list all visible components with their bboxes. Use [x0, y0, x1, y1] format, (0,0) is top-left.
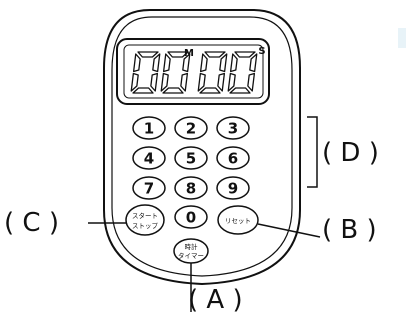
key-3-label: 3 — [228, 120, 238, 138]
lcd-segment — [182, 53, 191, 73]
lcd-segment — [247, 72, 256, 92]
background-strip — [398, 28, 406, 48]
callout-b-label: ( B ) — [322, 215, 377, 245]
second-mark: S — [258, 46, 265, 57]
key-9[interactable]: 9 — [216, 176, 250, 200]
key-1-label: 1 — [144, 120, 154, 138]
lcd-segment — [162, 87, 184, 94]
lcd-segment — [162, 53, 171, 73]
lcd-segment — [197, 72, 206, 92]
reset-label: リセット — [225, 217, 251, 225]
key-8-label: 8 — [186, 180, 196, 198]
key-7[interactable]: 7 — [132, 176, 166, 200]
key-4-label: 4 — [144, 150, 154, 168]
key-8[interactable]: 8 — [174, 176, 208, 200]
callout-d-bracket — [307, 116, 318, 188]
callout-b: ( B ) — [257, 215, 377, 245]
lcd-segment — [199, 53, 208, 73]
lcd-digit — [227, 51, 258, 94]
callout-a-label: ( A ) — [188, 285, 243, 315]
lcd-display: M S — [116, 38, 270, 105]
lcd-segment — [150, 72, 159, 92]
lcd-segment — [217, 72, 226, 92]
lcd-segment — [204, 51, 226, 58]
key-1[interactable]: 1 — [132, 116, 166, 140]
lcd-segment — [152, 53, 161, 73]
key-9-label: 9 — [228, 180, 238, 198]
clock-timer-label-top: 時計 — [185, 242, 199, 251]
timer-body — [103, 9, 301, 286]
lcd-segment — [167, 51, 189, 58]
timer-body-inner — [111, 16, 293, 277]
lcd-frame — [116, 38, 270, 105]
lcd-digit — [197, 51, 228, 94]
lcd-segment — [132, 53, 141, 73]
lcd-segment — [229, 53, 238, 73]
lcd-digits — [130, 51, 258, 94]
lcd-segment — [130, 72, 139, 92]
callout-a: ( A ) — [188, 263, 243, 315]
key-2[interactable]: 2 — [174, 116, 208, 140]
start-stop-label-top: スタート — [132, 211, 158, 220]
callout-b-leader — [257, 223, 321, 238]
key-7-label: 7 — [144, 180, 154, 198]
key-6[interactable]: 6 — [216, 146, 250, 170]
clock-timer-button[interactable]: 時計 タイマー — [173, 238, 209, 264]
reset-button[interactable]: リセット — [217, 205, 259, 235]
lcd-segment — [249, 53, 258, 73]
lcd-segment — [160, 72, 169, 92]
timer-body-outer — [103, 9, 301, 286]
key-0-label: 0 — [186, 209, 196, 227]
lcd-digit — [160, 51, 191, 94]
clock-timer-label-bottom: タイマー — [178, 251, 204, 260]
lcd-segment — [229, 87, 251, 94]
key-4[interactable]: 4 — [132, 146, 166, 170]
lcd-digit — [130, 51, 161, 94]
lcd-segment — [219, 53, 228, 73]
lcd-segment — [227, 72, 236, 92]
lcd-segment — [234, 51, 256, 58]
key-0[interactable]: 0 — [174, 205, 208, 229]
lcd-segment — [180, 72, 189, 92]
callout-d-label: ( D ) — [322, 138, 379, 168]
key-3[interactable]: 3 — [216, 116, 250, 140]
callout-c-label: ( C ) — [4, 208, 59, 238]
lcd-segment — [132, 87, 154, 94]
key-5[interactable]: 5 — [174, 146, 208, 170]
lcd-segment — [199, 87, 221, 94]
start-stop-button[interactable]: スタート ストップ — [125, 204, 165, 236]
start-stop-label-bottom: ストップ — [132, 222, 159, 230]
number-keypad: 1 2 3 4 5 6 7 8 9 — [132, 116, 250, 200]
callout-c: ( C ) — [4, 208, 126, 238]
key-2-label: 2 — [186, 120, 196, 138]
key-5-label: 5 — [186, 150, 196, 168]
lcd-screen — [123, 44, 264, 99]
callout-d: ( D ) — [307, 116, 379, 188]
minute-mark: M — [184, 48, 194, 59]
key-6-label: 6 — [228, 150, 238, 168]
lcd-segment — [137, 51, 159, 58]
